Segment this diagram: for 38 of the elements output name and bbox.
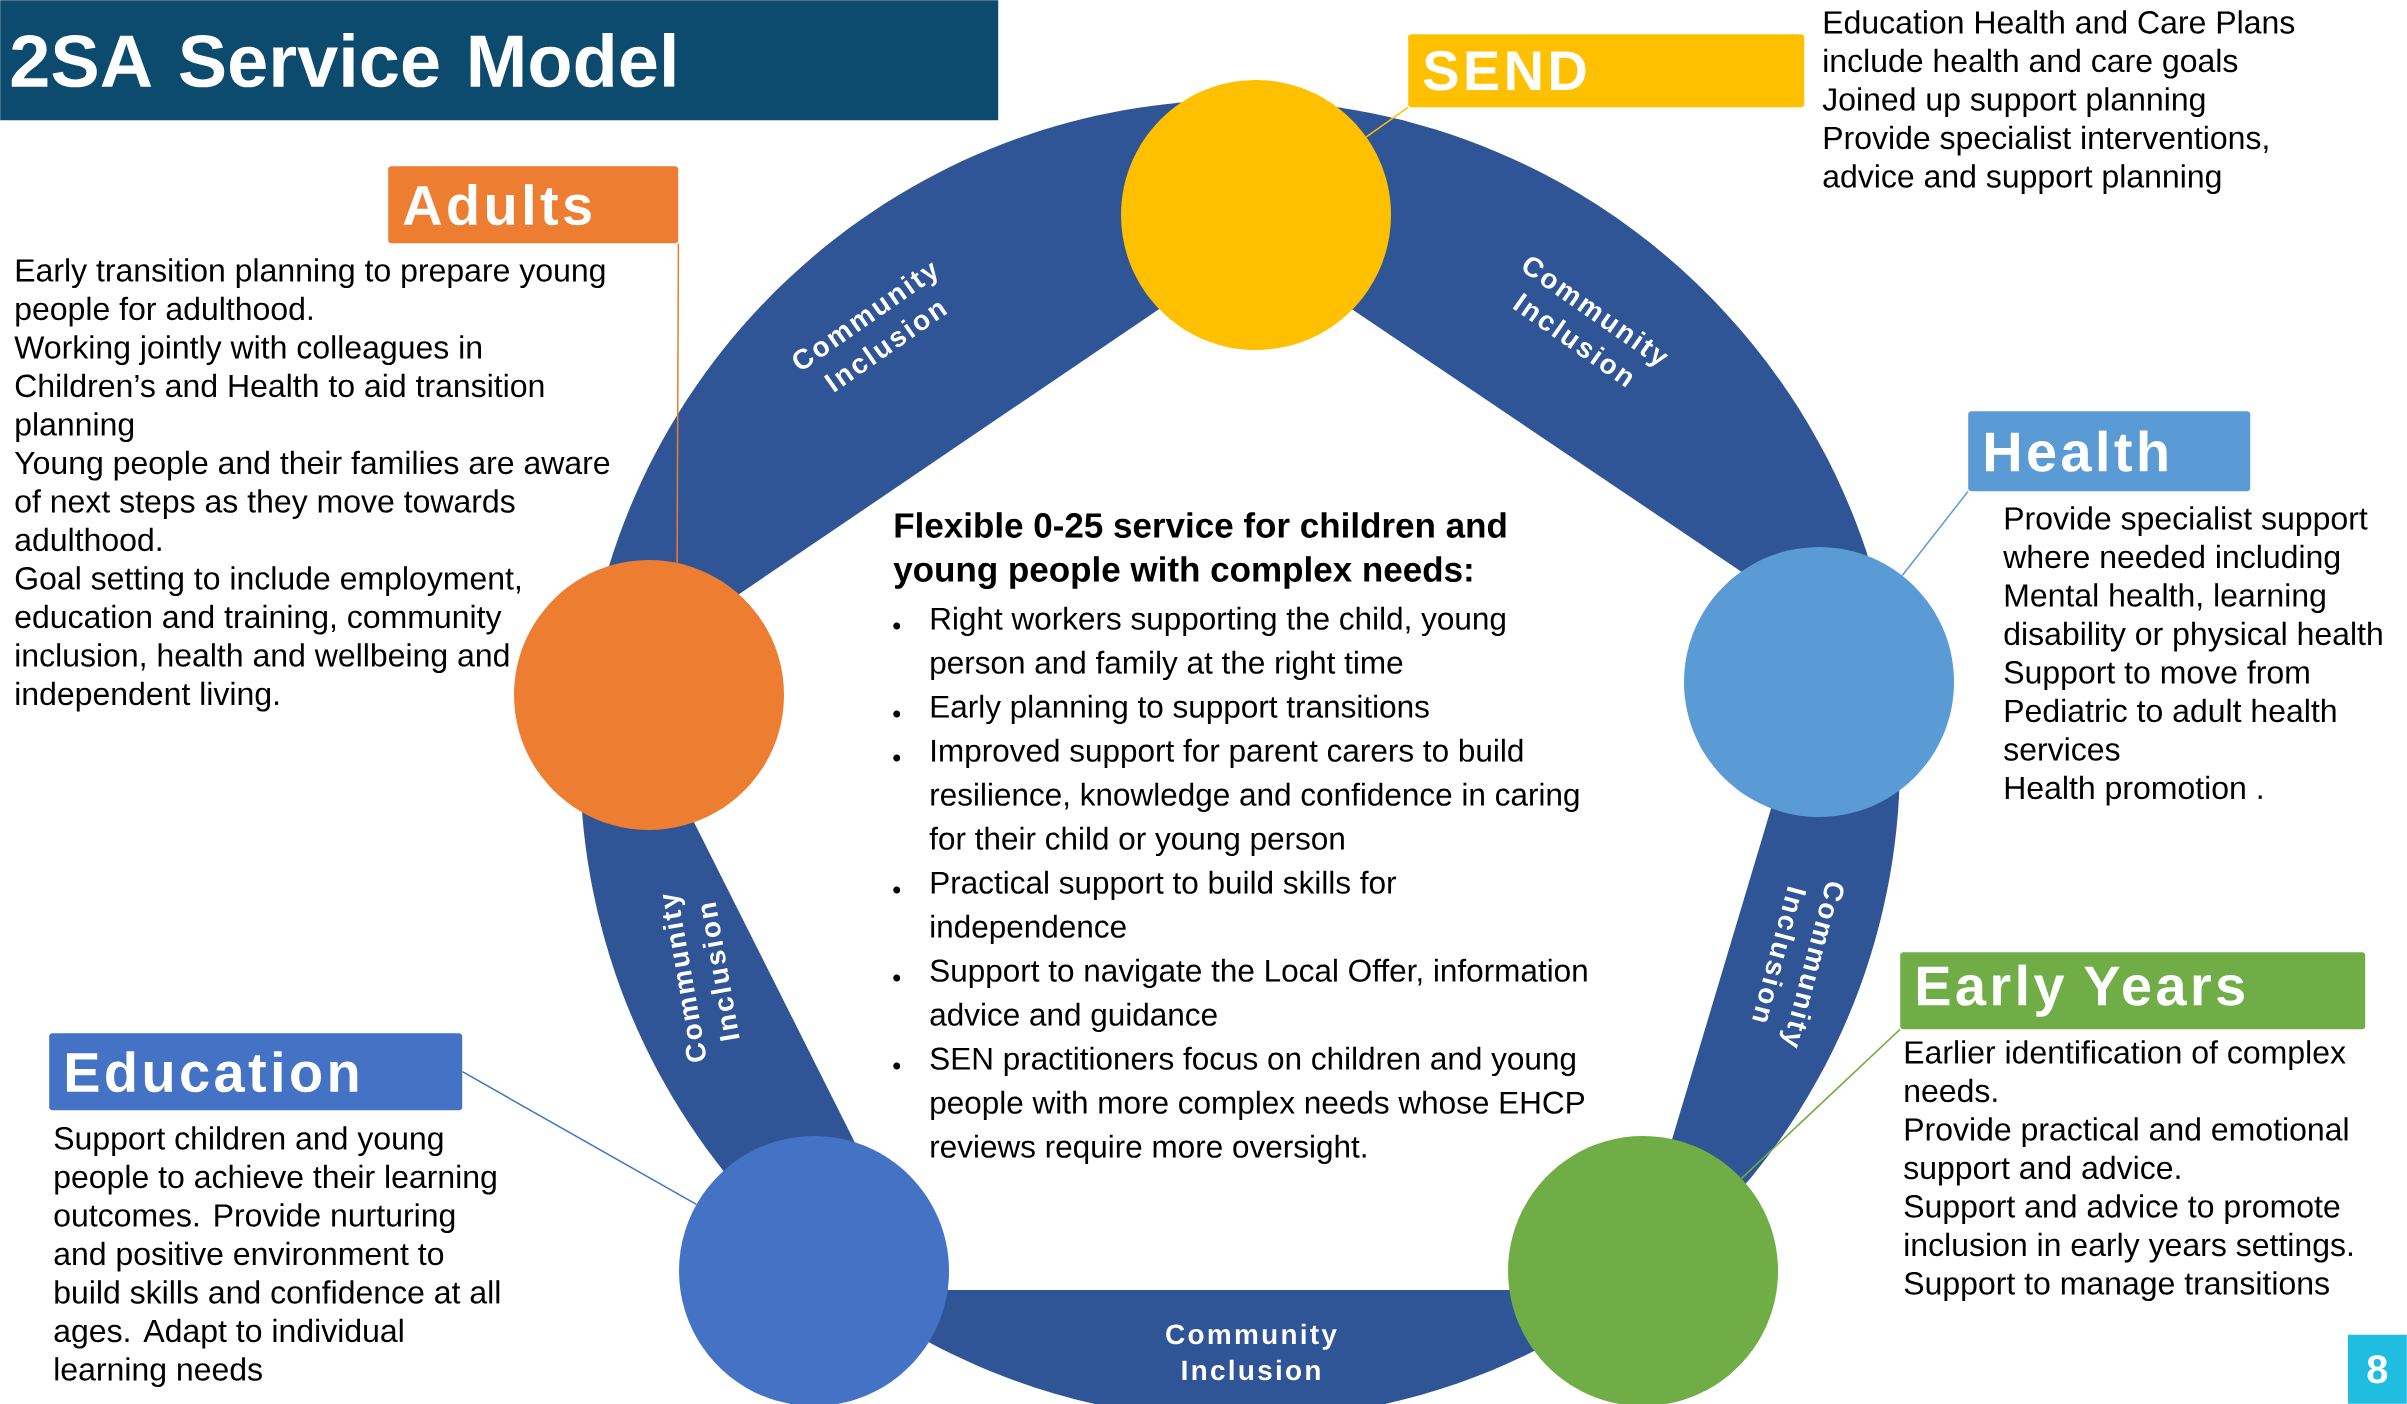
circle-marker <box>1121 80 1391 350</box>
leader-line <box>676 242 680 564</box>
label-box: SEND <box>1408 34 1805 108</box>
description-text: Young people and their families are aware of next steps as they move towards adulthood. <box>14 450 610 552</box>
heading: Flexible 0-25 service for children and young people with complex needs: <box>893 512 1506 589</box>
description-text: Working jointly with colleagues in Children’s and Health to aid transition planning <box>14 335 544 442</box>
leader-line <box>1740 1028 1901 1180</box>
page-number: 8 <box>2347 1334 2407 1404</box>
description-text: Education Health and Care Plans include health and care goals <box>1824 10 2295 79</box>
title-banner: 2SA Service Model <box>0 0 999 121</box>
description-text: Provide specialist interventions, advice and support planning <box>1823 125 2268 194</box>
leader-line <box>461 1070 698 1206</box>
label-box: Early Years <box>1900 952 2366 1030</box>
description-text: Support and advice to promote inclusion in early years settings. <box>1904 1194 2352 1263</box>
bullet-item: Practical support to build skills for independence <box>893 870 1397 945</box>
description-text: Support to manage transitions <box>1904 1271 2329 1301</box>
label-box: Adults <box>388 166 679 244</box>
description-text: Joined up support planning <box>1822 87 2205 117</box>
description-text: Provide specialist support where needed including Mental health, learning disability or physical health <box>2003 506 2382 652</box>
leader-line <box>1901 490 1969 577</box>
description-text: Earlier identification of complex needs. <box>1905 1040 2346 1103</box>
description-text: Early transition planning to prepare young people for adulthood. <box>16 258 605 327</box>
band-label: Community Inclusion <box>662 894 740 1062</box>
circle-marker <box>1684 547 1954 817</box>
description-text: Provide practical and emotional support and advice. <box>1904 1117 2348 1186</box>
description-text: Health promotion . <box>2005 775 2262 806</box>
leader-line <box>1365 106 1409 138</box>
bullet-item: Improved support for parent carers to build resilience, knowledge and confidence in caring for their child or young person <box>893 738 1579 857</box>
bullet-item: SEN practitioners focus on children and young people with more complex needs whose EHCP reviews require more oversight. <box>893 1046 1584 1165</box>
label-box: Education <box>49 1033 463 1111</box>
description-text: Goal setting to include employment, education and training, community inclusion, health and wellbeing and independent living. <box>15 566 520 712</box>
bullet-item: Right workers supporting the child, young person and family at the right time <box>893 606 1505 681</box>
description-text: Support children and young people to achieve their learning outcomes. Provide nurturing and positive environment to build skills and confidence at all ages. Adapt to individual learning needs <box>54 1126 500 1387</box>
description-text: Support to move from Pediatric to adult health services <box>2004 660 2336 761</box>
bullet-item: Early planning to support transitions <box>893 694 1429 725</box>
band-label: Community Inclusion <box>1166 1323 1337 1381</box>
label-box: Health <box>1968 411 2251 492</box>
bullet-item: Support to navigate the Local Offer, information advice and guidance <box>893 958 1587 1033</box>
